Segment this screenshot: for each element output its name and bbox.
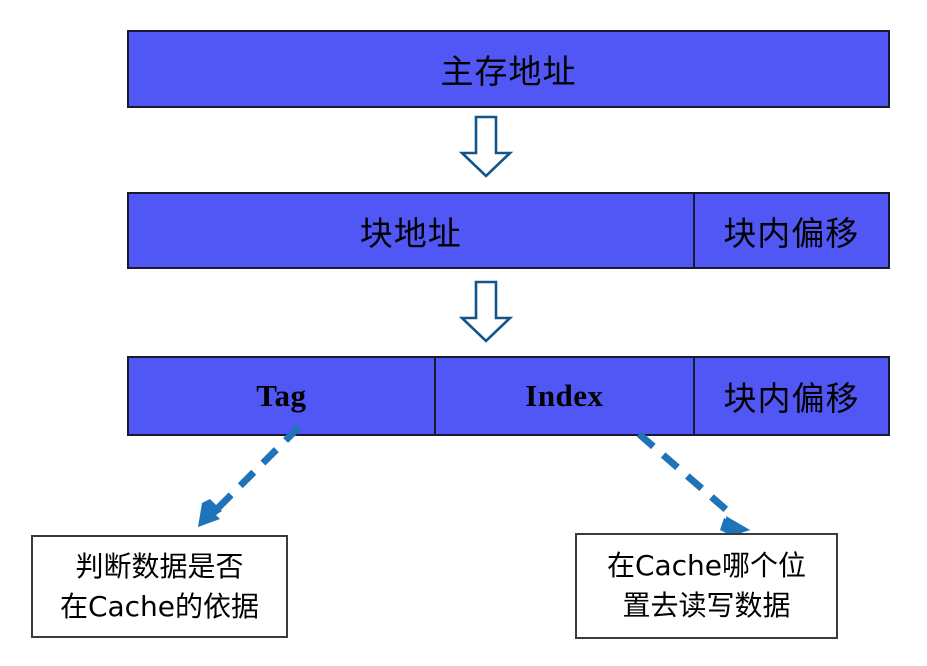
- field-index: Index: [433, 358, 694, 434]
- note-tag-line-2: 在Cache的依据: [59, 589, 260, 623]
- field-block-offset-row2: 块内偏移: [692, 194, 888, 267]
- dashed-arrow-tag-icon: [198, 424, 302, 527]
- down-block-arrow-icon: [458, 280, 514, 343]
- field-tag: Tag: [129, 358, 434, 434]
- dashed-arrow-index-icon: [636, 431, 750, 536]
- note-tag-line-1: 判断数据是否: [75, 549, 244, 583]
- down-block-arrow-icon: [458, 115, 514, 178]
- note-index-line-1: 在Cache哪个位: [606, 549, 807, 583]
- address-row-tag-split: Tag Index 块内偏移: [127, 356, 890, 436]
- address-row-block-split: 块地址 块内偏移: [127, 192, 890, 269]
- note-box-index: 在Cache哪个位 置去读写数据: [575, 533, 838, 639]
- field-block-offset-row3: 块内偏移: [693, 358, 888, 434]
- note-box-tag: 判断数据是否 在Cache的依据: [31, 535, 288, 638]
- address-row-main-address: 主存地址: [127, 30, 890, 108]
- note-index-line-2: 置去读写数据: [622, 589, 791, 622]
- field-main-address: 主存地址: [129, 32, 888, 106]
- field-block-address: 块地址: [129, 194, 693, 267]
